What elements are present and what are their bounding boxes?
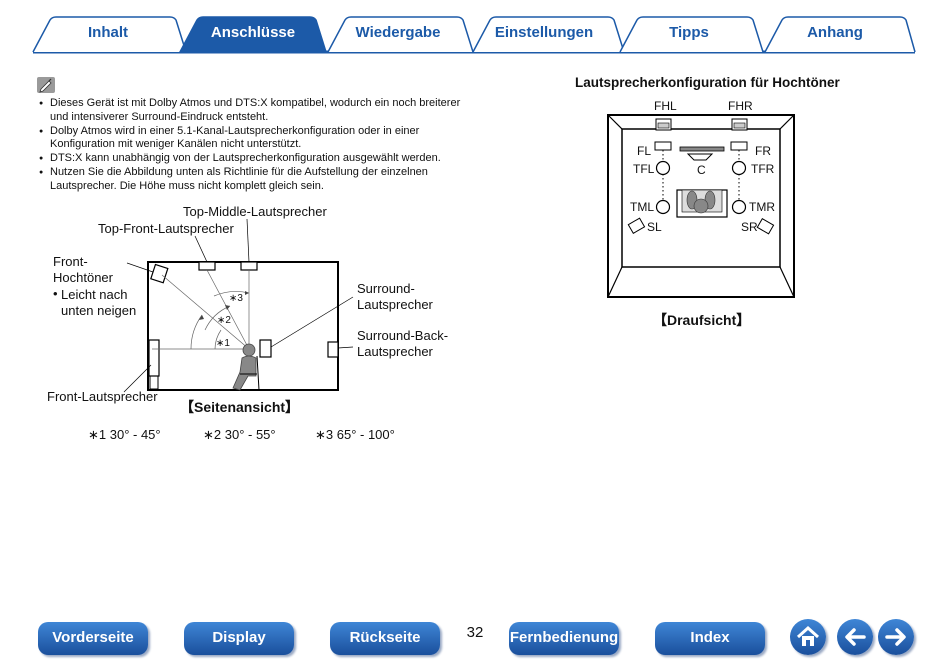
top-middle-speaker <box>240 261 258 271</box>
tab-inhalt[interactable]: Inhalt <box>88 24 128 41</box>
tab-wiedergabe[interactable]: Wiedergabe <box>355 24 441 41</box>
rueckseite-button[interactable]: Rückseite <box>330 622 440 655</box>
tab-tipps[interactable]: Tipps <box>669 24 709 41</box>
footnote-1: ∗1 30° - 45° <box>88 427 161 442</box>
label-tfl: TFL <box>633 162 655 176</box>
angle-mark-1: ∗1 <box>216 338 230 349</box>
tab-anhang[interactable]: Anhang <box>807 24 863 41</box>
bullet-dot: • <box>53 286 58 301</box>
label-surround-back: Surround-Back- Lautsprecher <box>357 328 449 359</box>
surround-speaker <box>259 339 272 358</box>
label-tmr: TMR <box>749 200 775 214</box>
index-button[interactable]: Index <box>655 622 765 655</box>
listener-figures <box>686 190 716 214</box>
top-view-diagram <box>607 114 795 298</box>
side-view-caption: 【Seitenansicht】 <box>180 399 300 415</box>
footnote-3: ∗3 65° - 100° <box>315 427 395 442</box>
top-view-title: Lautsprecherkonfiguration für Hochtöner <box>575 75 840 90</box>
label-tml: TML <box>630 200 654 214</box>
surround-back-speaker <box>327 341 339 358</box>
label-tfr: TFR <box>751 162 775 176</box>
arrow-right-icon <box>885 628 906 646</box>
angle-mark-3: ∗3 <box>229 293 243 304</box>
note-item: Dolby Atmos wird in einer 5.1-Kanal-Laut… <box>37 125 467 152</box>
pencil-icon <box>37 77 55 93</box>
note-list: Dieses Gerät ist mit Dolby Atmos und DTS… <box>37 97 467 194</box>
label-fhl: FHL <box>654 99 677 113</box>
forward-button[interactable] <box>878 619 914 655</box>
vorderseite-button[interactable]: Vorderseite <box>38 622 148 655</box>
fernbedienung-button[interactable]: Fernbedienung <box>509 622 619 655</box>
tab-anschluesse[interactable]: Anschlüsse <box>210 24 296 41</box>
note-item: DTS:X kann unabhängig von der Lautsprech… <box>37 152 467 166</box>
footnote-2: ∗2 30° - 55° <box>203 427 276 442</box>
label-tilt-note: Leicht nach unten neigen <box>61 287 137 318</box>
tab-bar <box>32 16 916 54</box>
back-button[interactable] <box>837 619 873 655</box>
label-top-front: Top-Front-Lautsprecher <box>98 221 234 236</box>
label-fl: FL <box>637 144 652 158</box>
label-top-middle: Top-Middle-Lautsprecher <box>183 204 327 219</box>
label-front-tweeter: Front- Hochtöner <box>53 254 113 285</box>
angle-mark-2: ∗2 <box>217 315 231 326</box>
page-number: 32 <box>466 624 484 641</box>
label-fhr: FHR <box>728 99 753 113</box>
top-view-caption: 【Draufsicht】 <box>653 312 751 328</box>
note-item: Dieses Gerät ist mit Dolby Atmos und DTS… <box>37 97 467 124</box>
note-item: Nutzen Sie die Abbildung unten als Richt… <box>37 166 467 193</box>
label-fr: FR <box>755 144 771 158</box>
front-tweeter-speaker <box>150 263 169 284</box>
label-sr: SR <box>741 220 758 234</box>
display-button[interactable]: Display <box>184 622 294 655</box>
home-icon <box>796 625 820 646</box>
home-button[interactable] <box>790 619 826 655</box>
label-sl: SL <box>647 220 662 234</box>
label-c: C <box>697 163 706 177</box>
listener-figure <box>232 343 257 391</box>
front-speaker <box>148 339 160 377</box>
label-surround: Surround- Lautsprecher <box>357 281 433 312</box>
top-front-speaker <box>198 261 216 271</box>
label-front: Front-Lautsprecher <box>47 389 158 404</box>
tab-einstellungen[interactable]: Einstellungen <box>494 24 594 41</box>
arrow-left-icon <box>845 628 866 646</box>
